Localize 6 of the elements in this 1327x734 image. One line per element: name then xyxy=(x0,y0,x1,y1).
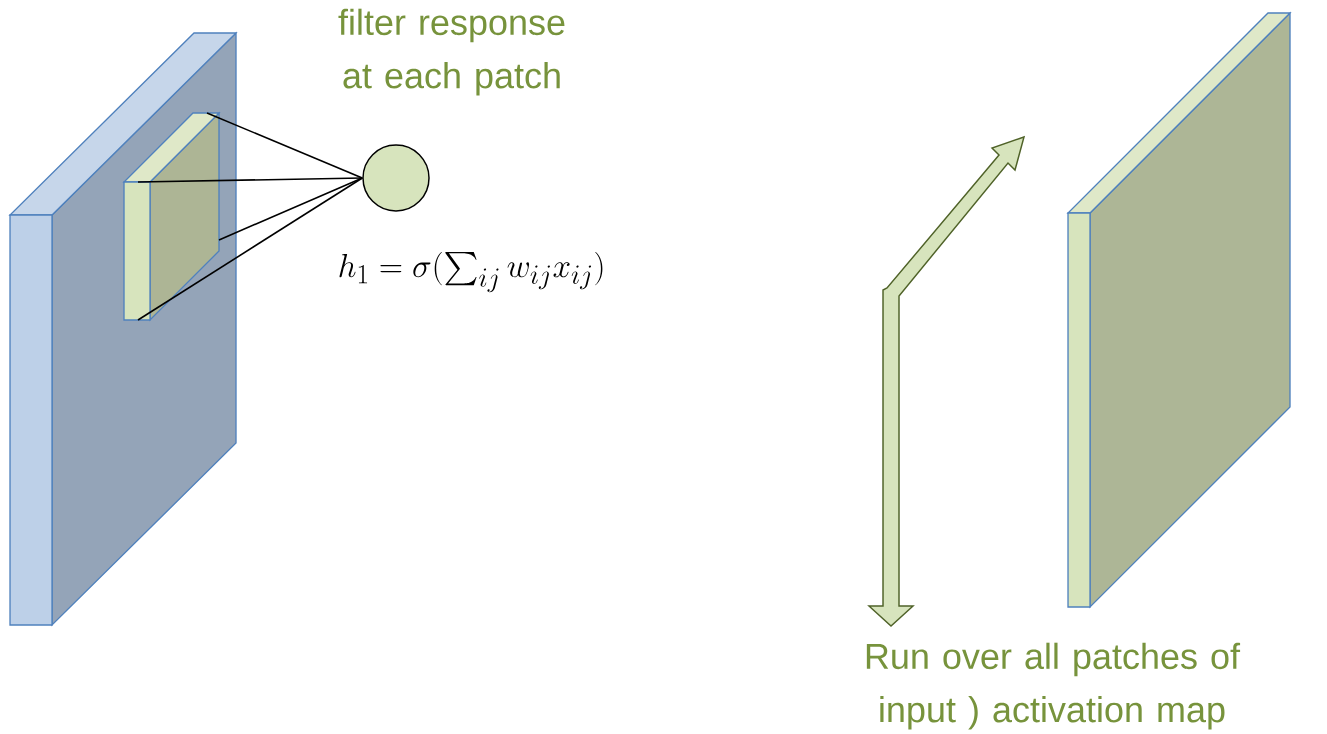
caption-text: Run over all patches of input ) activation map xyxy=(866,642,1241,730)
caption-text: filter response at each patch xyxy=(338,8,565,96)
connector-line xyxy=(218,177,364,241)
neuron-circle xyxy=(362,144,430,212)
connector-line xyxy=(206,112,364,179)
formula: $h_1 = \sigma(\sum_{ij} w_{ij}x_{ij})$ xyxy=(339,252,603,293)
